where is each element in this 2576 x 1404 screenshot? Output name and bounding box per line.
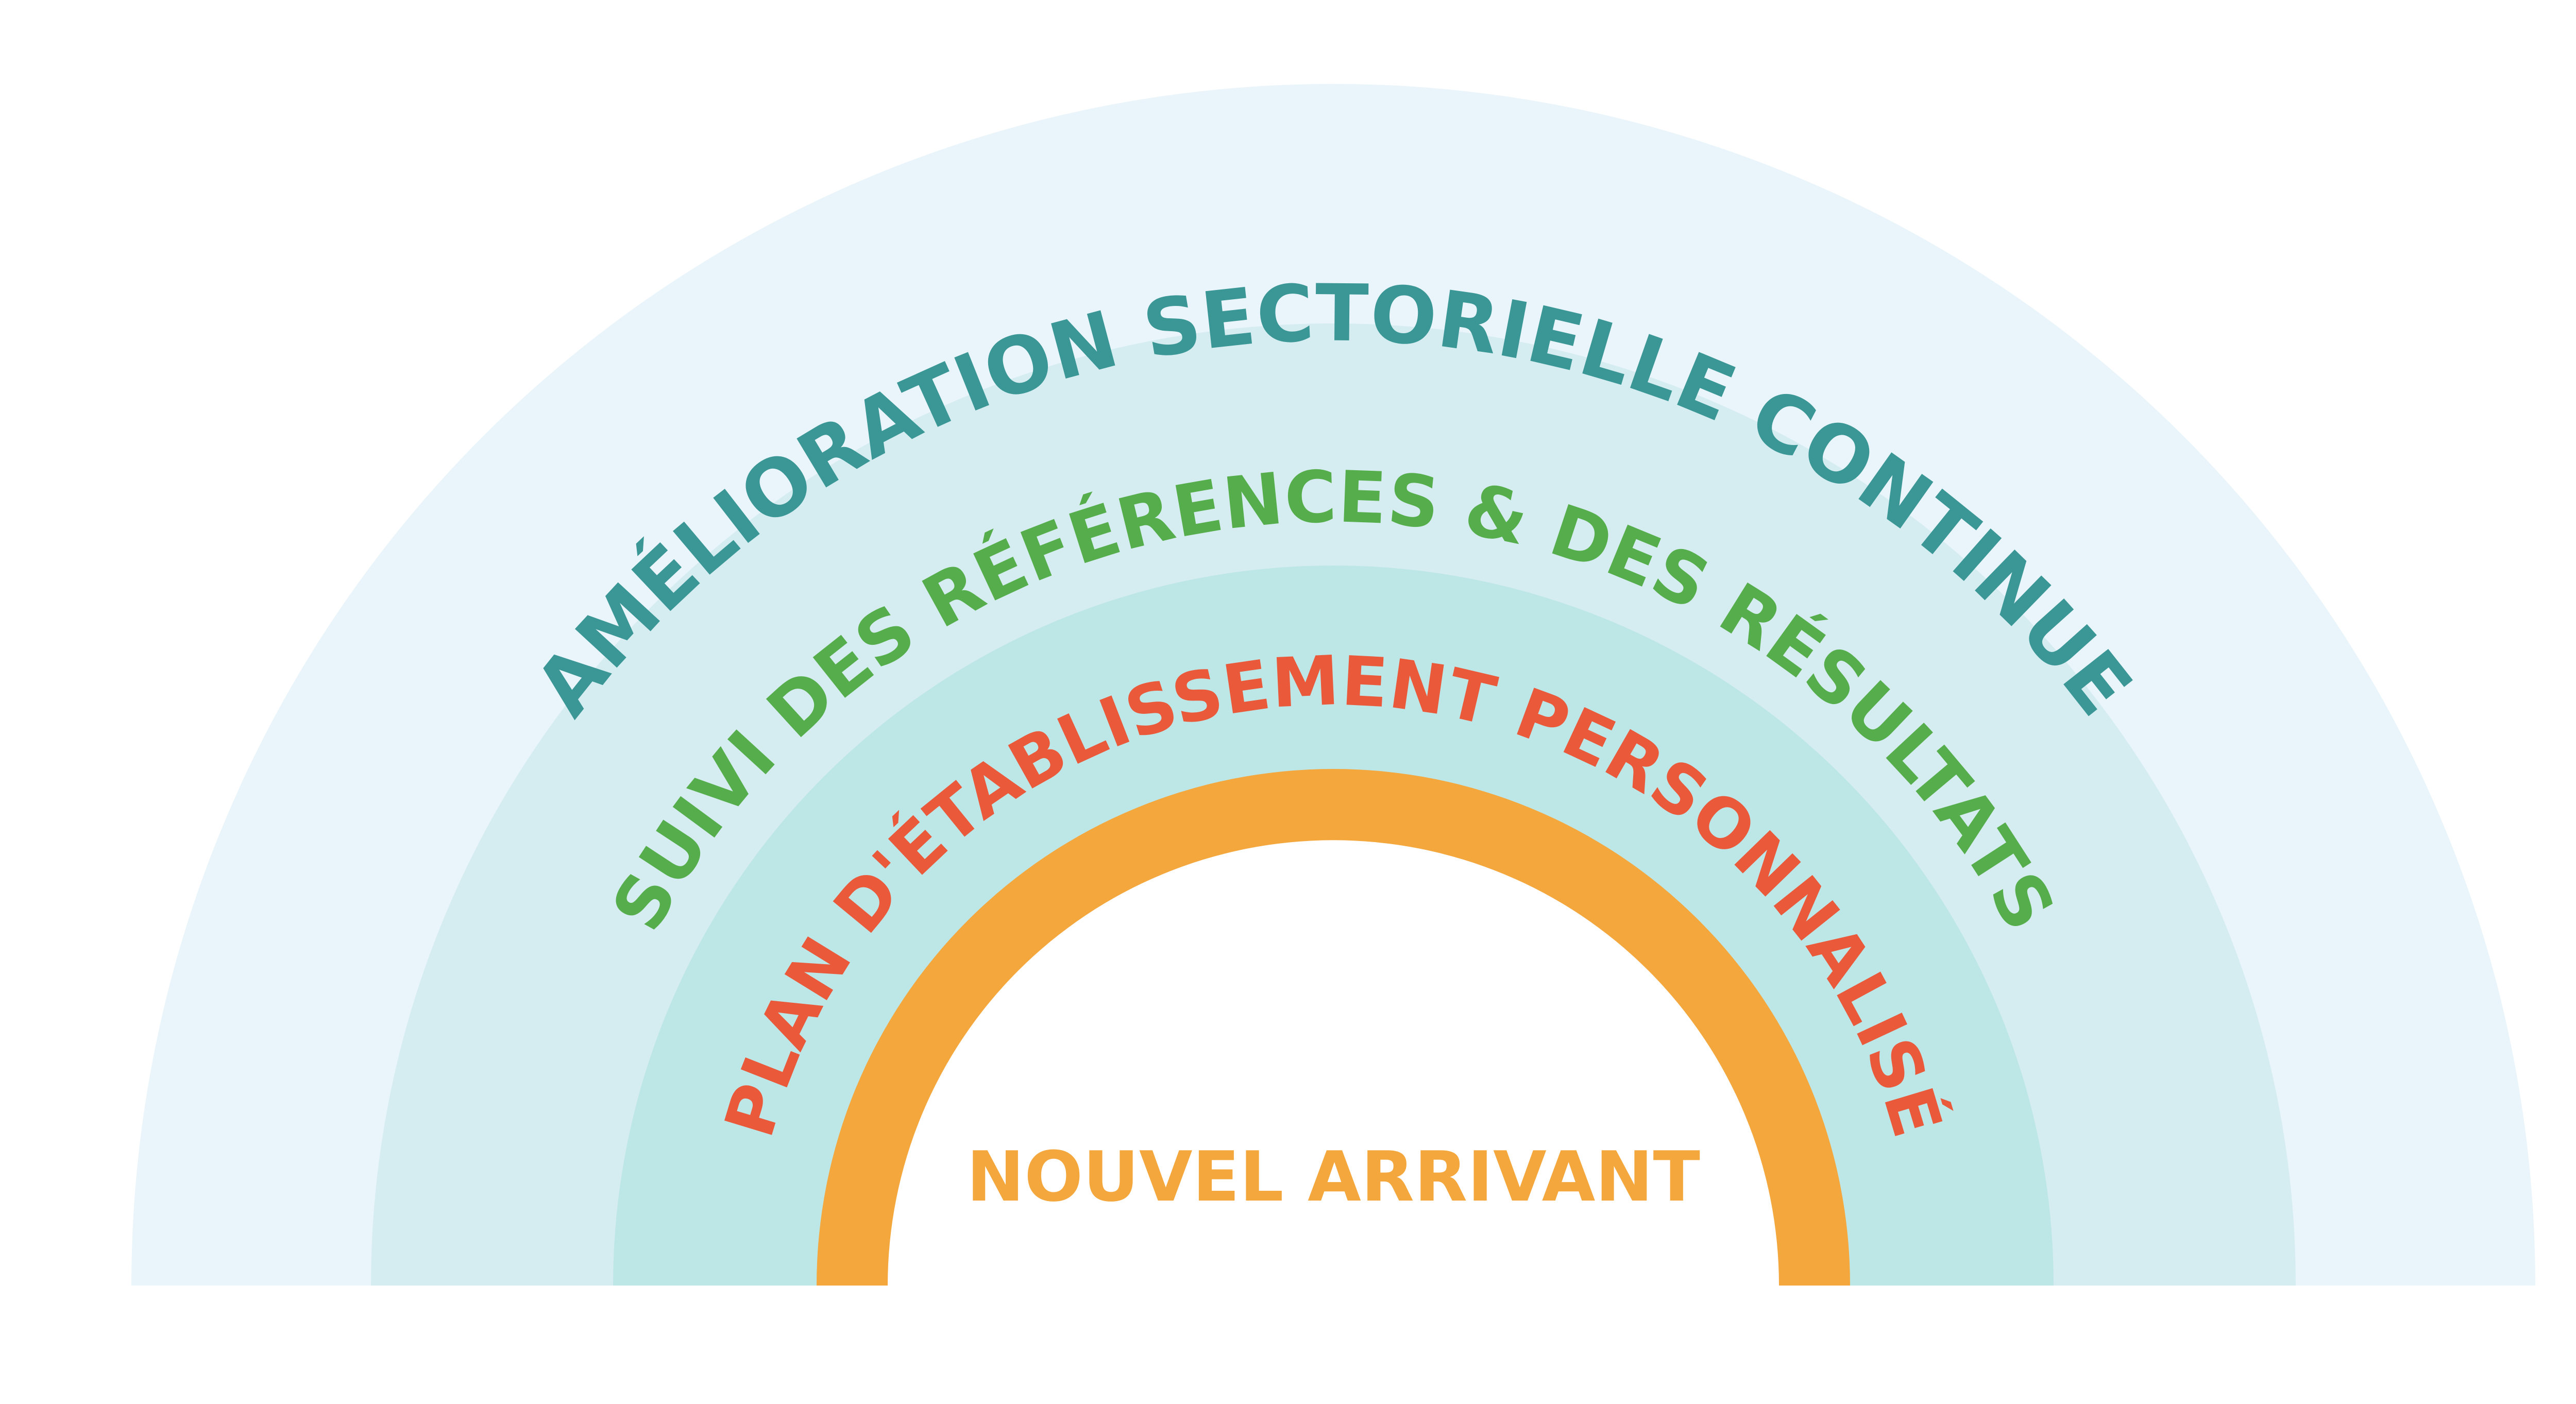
core-center (888, 840, 1779, 1286)
core-label: NOUVEL ARRIVANT (967, 1137, 1700, 1217)
